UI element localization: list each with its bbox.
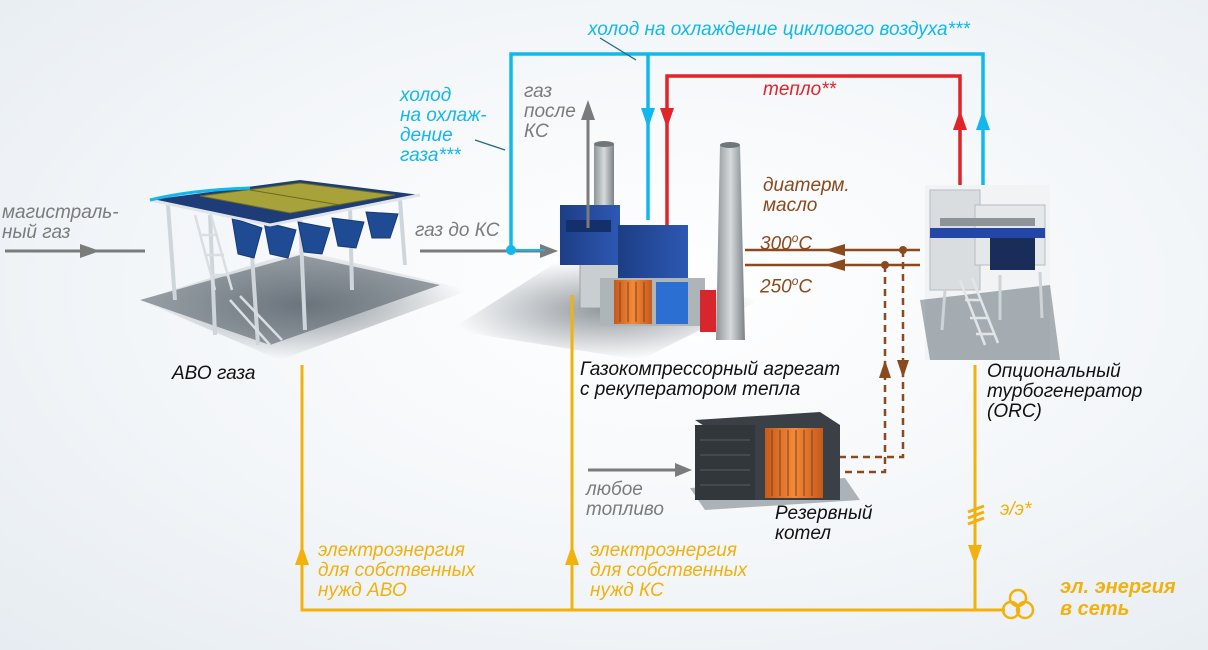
backup-boiler-label: Резервный котел bbox=[775, 503, 873, 544]
heat-flow-arrows bbox=[660, 108, 967, 130]
main-gas-label: магистраль- ный газ bbox=[2, 202, 119, 243]
gpu-label: Газокомпрессорный агрегат с рекуператоро… bbox=[580, 359, 841, 400]
thermal-oil-arrows bbox=[825, 244, 909, 378]
any-fuel-label: любое топливо bbox=[586, 479, 664, 520]
gas-to-cs-label: газ до КС bbox=[415, 220, 500, 241]
degree-mark: о bbox=[791, 231, 799, 245]
ee-label: э/э* bbox=[1000, 499, 1032, 520]
power-avo-label: электроэнергия для собственных нужд АВО bbox=[318, 540, 476, 601]
grid-connection-icon bbox=[1001, 588, 1035, 620]
thermal-oil-label: диатерм. масло bbox=[763, 175, 850, 216]
degree-mark: о bbox=[791, 274, 799, 288]
temp-250-label: 250оС bbox=[760, 271, 812, 297]
gas-after-cs-label: газ после КС bbox=[524, 81, 576, 142]
cold-cycle-air-label: холод на охлаждение циклового воздуха*** bbox=[588, 19, 970, 40]
avo-cooler-unit bbox=[140, 180, 470, 360]
temp-250-value: 250 bbox=[760, 276, 792, 298]
temp-300-value: 300 bbox=[760, 233, 792, 255]
gas-flow-lines bbox=[5, 100, 692, 477]
power-arrows bbox=[295, 545, 982, 565]
orc-turbogenerator-unit bbox=[920, 185, 1060, 360]
heat-label: тепло** bbox=[763, 79, 836, 100]
heat-flow-lines bbox=[665, 74, 962, 225]
avo-label: АВО газа bbox=[172, 363, 256, 384]
orc-label: Опциональный турбогенератор (ORC) bbox=[987, 361, 1143, 422]
cold-gas-label: холод на охлаж- дение газа*** bbox=[400, 85, 487, 166]
celsius-mark: С bbox=[798, 276, 813, 298]
cold-flow-arrows bbox=[506, 108, 990, 255]
celsius-mark: С bbox=[798, 233, 813, 255]
power-lines bbox=[300, 295, 1005, 612]
grid-power-label: эл. энергия в сеть bbox=[1060, 576, 1176, 620]
temp-300-label: 300оС bbox=[760, 228, 812, 254]
backup-boiler-unit bbox=[690, 412, 860, 510]
power-cs-label: электроэнергия для собственных нужд КС bbox=[590, 540, 748, 601]
gas-compressor-unit bbox=[450, 141, 760, 360]
